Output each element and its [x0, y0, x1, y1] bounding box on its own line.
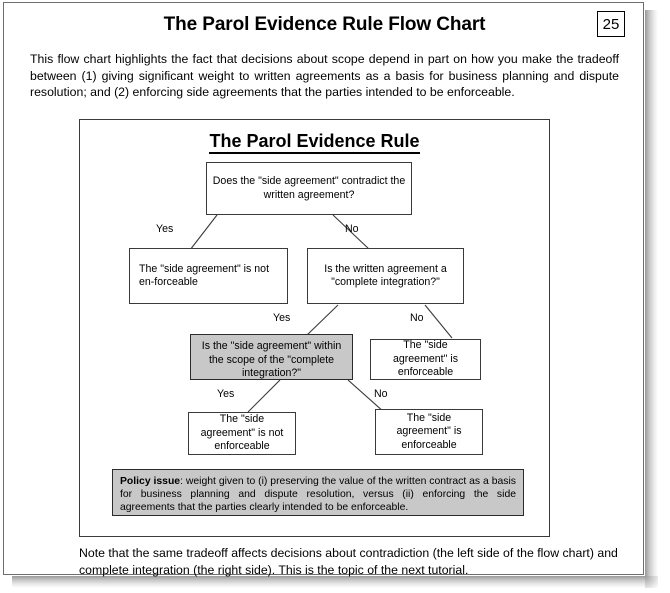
node-root-question[interactable]: Does the "side agreement" contradict the…	[206, 162, 412, 215]
flowchart-title: The Parol Evidence Rule	[80, 131, 549, 154]
flowchart-title-text: The Parol Evidence Rule	[209, 131, 420, 154]
edge-label-root-no: No	[345, 223, 359, 235]
intro-paragraph: This flow chart highlights the fact that…	[30, 52, 619, 100]
page-title: The Parol Evidence Rule Flow Chart	[163, 14, 486, 35]
page-shadow-bottom	[12, 576, 658, 588]
node-complete-integration-question[interactable]: Is the written agreement a "complete int…	[307, 248, 464, 304]
node-integration-no-result[interactable]: The "side agreement" is enforceable	[370, 339, 481, 380]
node-scope-question[interactable]: Is the "side agreement" within the scope…	[190, 334, 353, 380]
policy-issue-heading: Policy issue	[120, 476, 181, 487]
policy-issue-text: : weight given to (i) preserving the val…	[120, 476, 516, 514]
edge-label-root-yes: Yes	[156, 223, 174, 235]
edge-label-scope-no: No	[374, 388, 388, 400]
policy-issue-box: Policy issue: weight given to (i) preser…	[112, 469, 524, 516]
closing-note: Note that the same tradeoff affects deci…	[79, 546, 618, 577]
edge-label-integration-yes: Yes	[273, 312, 291, 324]
node-contradict-yes-result[interactable]: The "side agreement" is not en-forceable	[129, 248, 288, 304]
flowchart-panel: The Parol Evidence Rule Does the "side a…	[79, 119, 550, 537]
page-shadow-right	[645, 10, 658, 583]
page-shadow-corner	[645, 576, 658, 588]
node-scope-yes-result[interactable]: The "side agreement" is not enforceable	[188, 412, 296, 455]
node-scope-no-result[interactable]: The "side agreement" is enforceable	[375, 409, 483, 455]
edge-label-scope-yes: Yes	[217, 388, 235, 400]
page-number-badge: 25	[597, 11, 625, 37]
page-frame: The Parol Evidence Rule Flow Chart 25 Th…	[3, 2, 644, 577]
edge-label-integration-no: No	[410, 312, 424, 324]
